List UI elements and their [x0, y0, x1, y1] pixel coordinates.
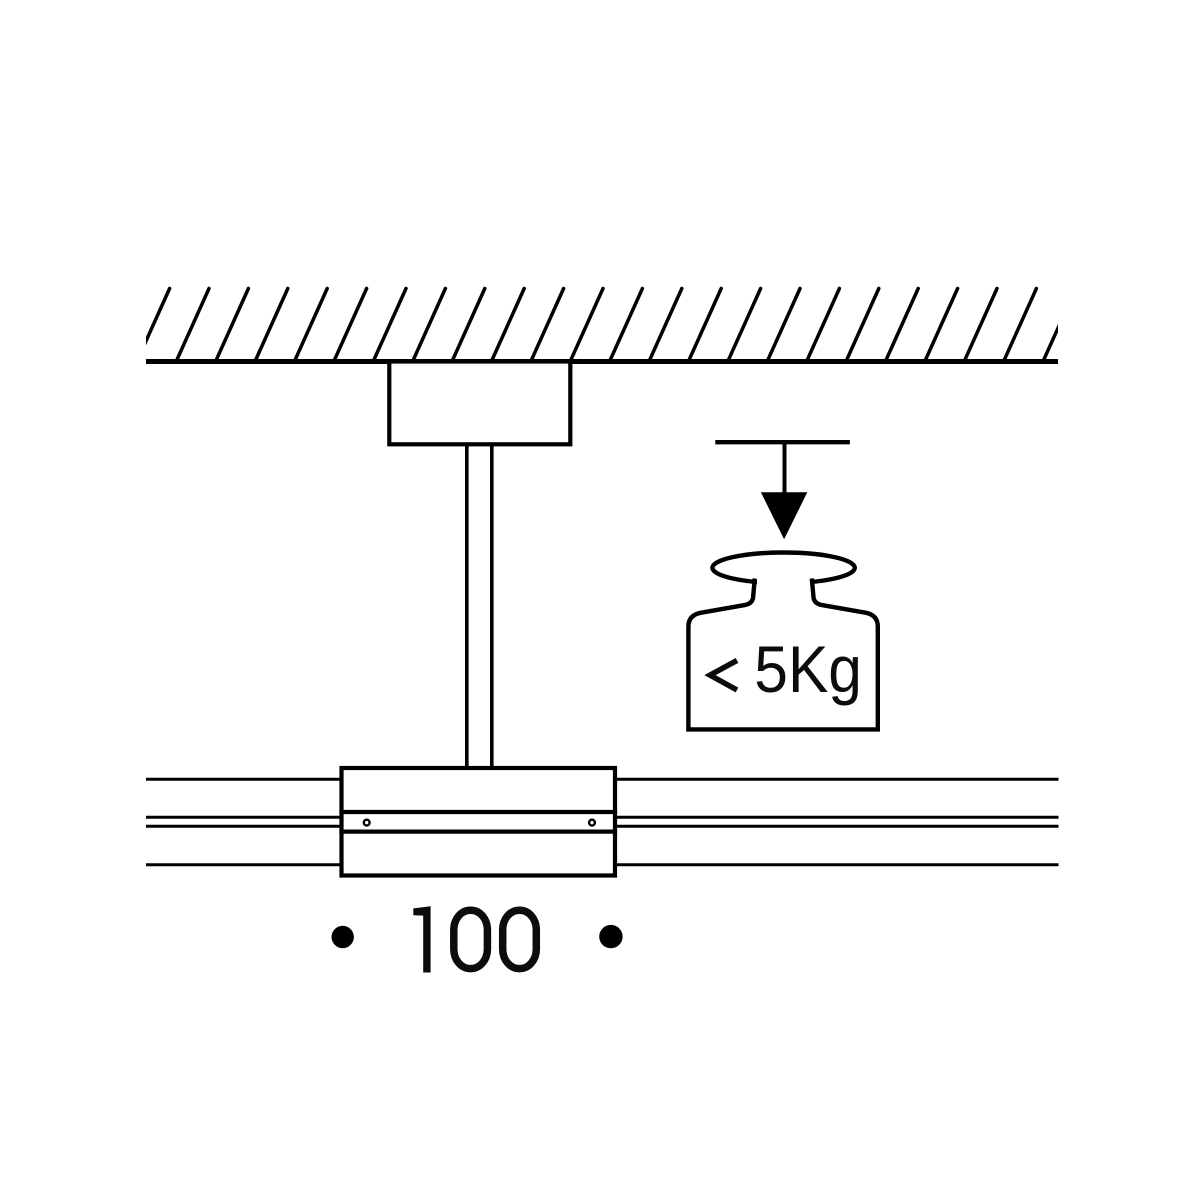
svg-text:5Kg: 5Kg	[754, 634, 862, 707]
